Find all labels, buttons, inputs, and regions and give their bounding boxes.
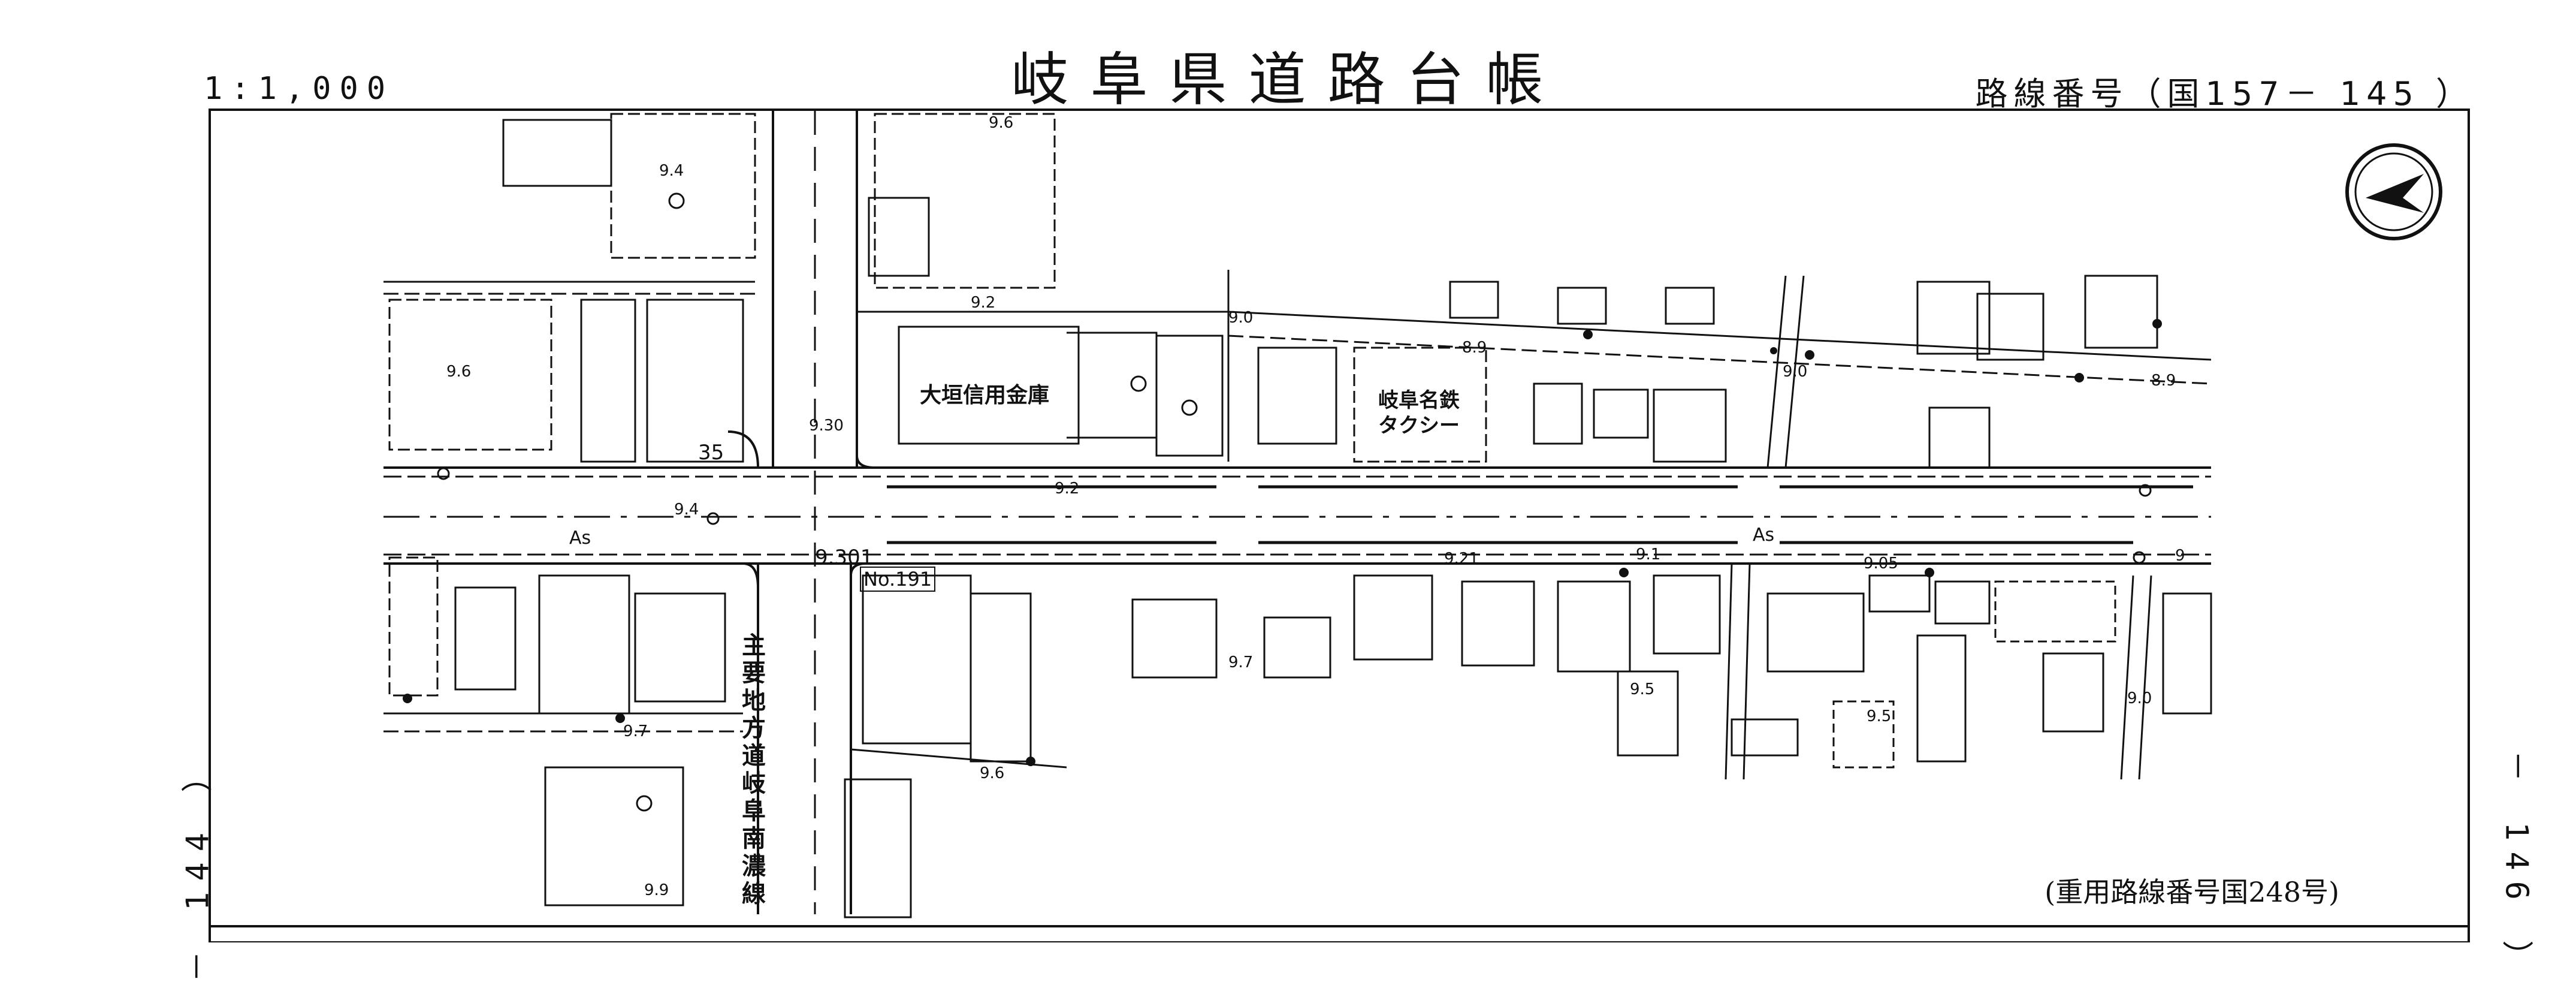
elevation: 9.2 xyxy=(1055,480,1080,498)
scale-label: 1:1,000 xyxy=(204,71,394,107)
elevation: 9.7 xyxy=(623,722,648,740)
map-title: 岐阜県道路台帳 xyxy=(1011,46,1565,113)
elevation: 9.9 xyxy=(644,881,669,899)
elevation: 9.6 xyxy=(446,363,472,381)
route-number: 路線番号（国157－ 145 ） xyxy=(1975,75,2474,113)
adjacent-sheet-right: － 146 ） xyxy=(2498,750,2535,982)
elevation: 9.301 xyxy=(815,546,874,570)
bank-label: 大垣信用金庫 xyxy=(920,383,1050,408)
elevation: 8.9 xyxy=(2151,372,2176,390)
elevation: 9.2 xyxy=(971,294,996,312)
overlap-route-note: (重用路線番号国248号) xyxy=(2045,876,2339,908)
elevation: 9 xyxy=(2175,547,2185,565)
north-arrow-icon xyxy=(2345,143,2442,240)
elevation: 9.4 xyxy=(659,162,684,180)
block-number: 35 xyxy=(698,441,724,465)
road-map xyxy=(209,109,2470,942)
elevation: 9.5 xyxy=(1867,707,1892,725)
elevation: 9.4 xyxy=(674,501,699,519)
taxi-label-line1: 岐阜名鉄 xyxy=(1378,388,1460,412)
elevation: 9.1 xyxy=(1636,546,1661,564)
elevation: 9.0 xyxy=(2127,689,2152,707)
elevation: 9.6 xyxy=(980,764,1005,782)
elevation: 9.05 xyxy=(1864,555,1898,573)
surface-label-east: As xyxy=(1753,525,1775,546)
elevation: 9.0 xyxy=(1783,363,1808,381)
elevation: 9.7 xyxy=(1228,653,1254,671)
adjacent-sheet-left: － 144 ） xyxy=(180,750,216,982)
elevation: 8.9 xyxy=(1462,339,1487,357)
elevation: 9.6 xyxy=(989,114,1014,132)
elevation: 9.30 xyxy=(809,417,844,435)
elevation: 9.0 xyxy=(1228,309,1254,327)
taxi-label-line2: タクシー xyxy=(1378,414,1460,438)
surface-label: As xyxy=(569,528,591,549)
elevation: 9.5 xyxy=(1630,680,1655,698)
elevation: 9.21 xyxy=(1444,550,1479,568)
prefectural-road-label: 主要地方道岐阜南濃線 xyxy=(738,632,765,908)
map-frame xyxy=(209,109,2470,942)
station-number: No.191 xyxy=(860,567,936,592)
